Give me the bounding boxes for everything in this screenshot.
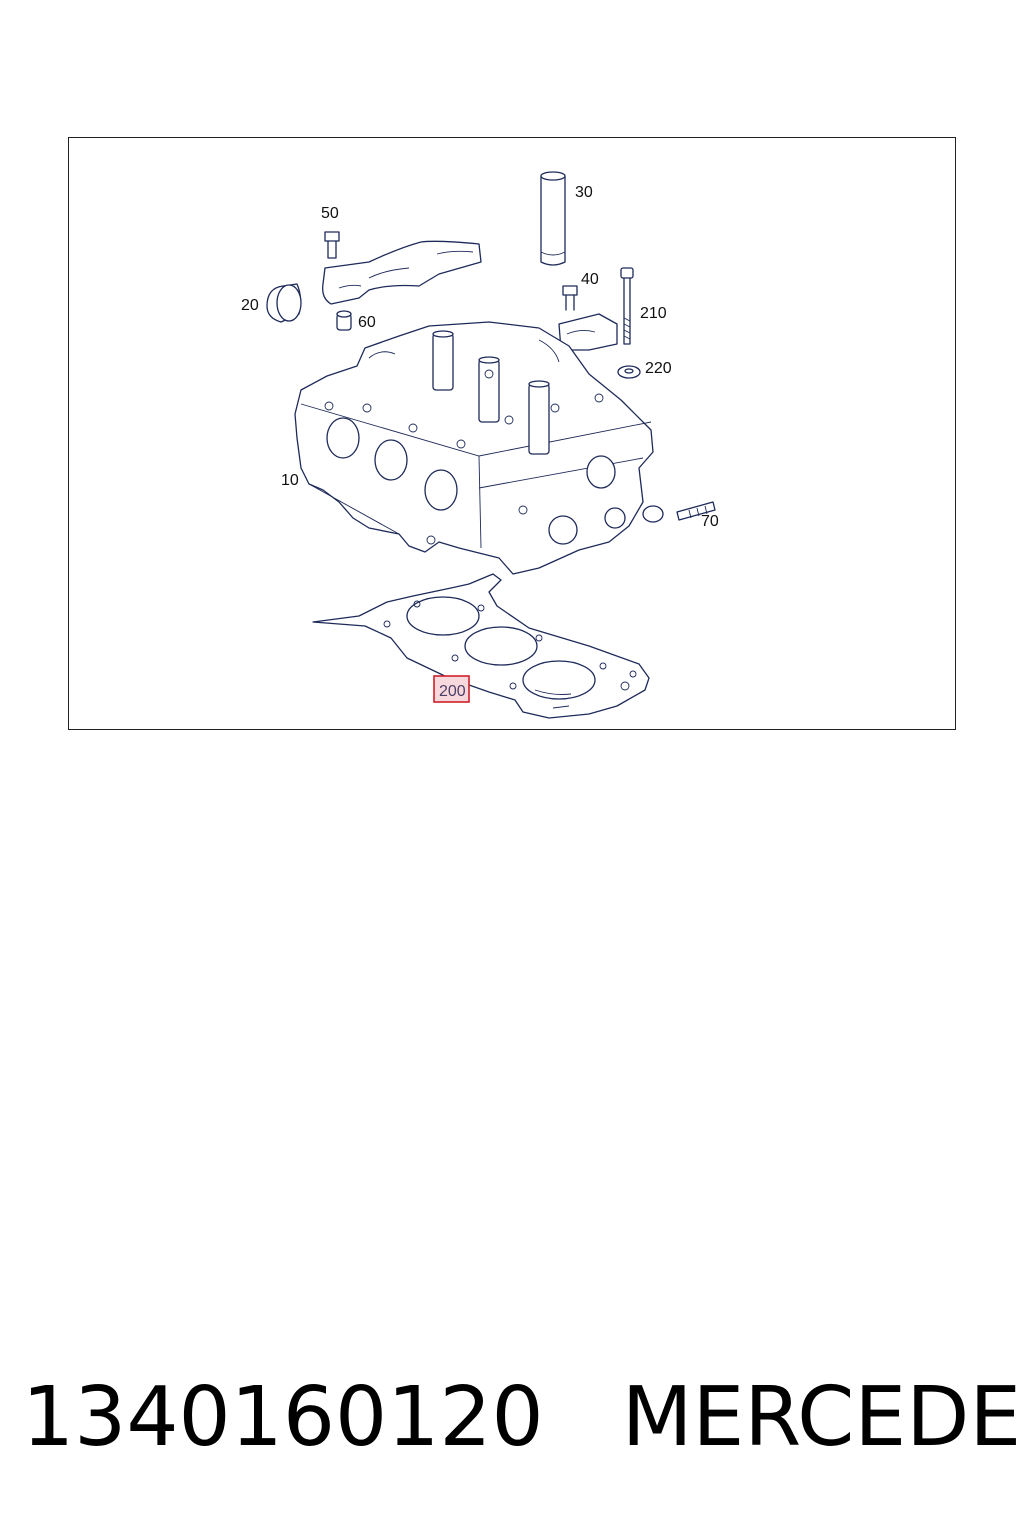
part-caption: 1340160120 MERCEDES: [22, 1368, 1024, 1468]
part-20-plug: [266, 283, 302, 323]
callout-70[interactable]: 70: [701, 513, 719, 530]
brand-name: MERCEDES: [621, 1370, 1024, 1465]
part-30-sleeve: [540, 171, 566, 266]
parts-diagram-frame: 30 50 20 60 40 210 220 10 70 200: [68, 137, 956, 730]
part-50-bolt: [324, 231, 340, 259]
part-220-washer: [617, 365, 641, 379]
part-10-cylinder-head: [294, 321, 664, 575]
callout-30[interactable]: 30: [575, 184, 593, 201]
callout-60[interactable]: 60: [358, 314, 376, 331]
callout-200[interactable]: 200: [439, 683, 466, 700]
callout-20[interactable]: 20: [241, 297, 259, 314]
part-number: 1340160120: [22, 1370, 544, 1465]
callout-220[interactable]: 220: [645, 360, 672, 377]
camshaft-bearing-cap: [322, 240, 482, 305]
part-70-stud: [676, 501, 716, 521]
part-40-bolt: [562, 285, 578, 311]
callout-40[interactable]: 40: [581, 271, 599, 288]
callout-10[interactable]: 10: [281, 472, 299, 489]
parts-diagram: 30 50 20 60 40 210 220 10 70 200: [241, 171, 719, 719]
part-210-head-bolt: [620, 267, 634, 345]
callout-210[interactable]: 210: [640, 305, 667, 322]
callout-50[interactable]: 50: [321, 205, 339, 222]
callout-200-highlight[interactable]: [433, 675, 470, 703]
part-60-dowel: [336, 310, 352, 331]
part-200-head-gasket: [312, 573, 650, 719]
